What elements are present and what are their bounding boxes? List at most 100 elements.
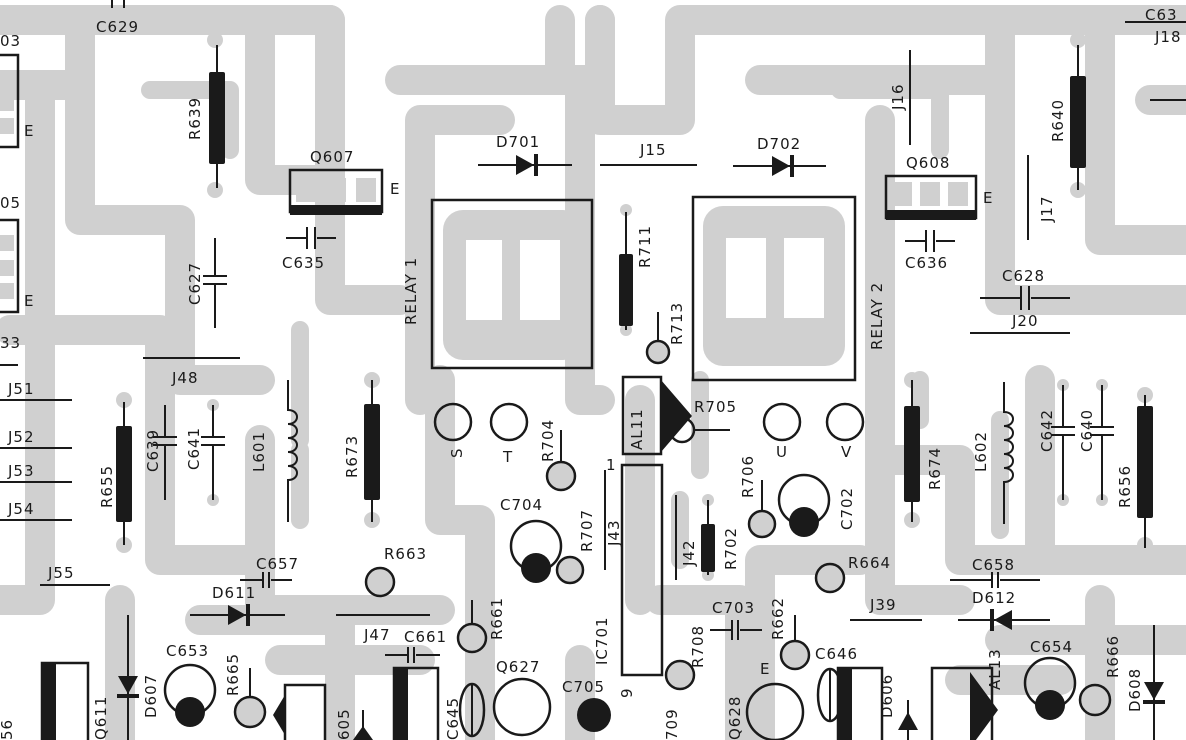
label-j52: J52 [7, 428, 35, 446]
label-j18: J18 [1154, 28, 1182, 46]
label-605: 605 [335, 708, 353, 740]
label-c636: C636 [905, 254, 948, 272]
label-q607: Q607 [310, 148, 354, 166]
resistor-r639 [209, 45, 225, 188]
label-relay2: RELAY 2 [868, 282, 886, 350]
resistor-r702 [701, 500, 715, 575]
jumper-wires [0, 21, 1186, 621]
label-c645: C645 [444, 697, 462, 740]
label-d607: D607 [142, 674, 160, 718]
solder-pads [116, 32, 1153, 727]
label-j16: J16 [889, 83, 907, 111]
label-r655: R655 [98, 465, 116, 508]
label-e-q607: E [390, 180, 400, 198]
label-d608: D608 [1126, 668, 1144, 712]
label-l602: L602 [972, 431, 990, 472]
label-c704: C704 [500, 496, 543, 514]
label-c657: C657 [256, 555, 299, 573]
label-e-q608: E [983, 189, 993, 207]
part-labels: C629 C63 J18 03 05 E E R639 Q607 E D701 … [0, 6, 1182, 740]
label-ic701: IC701 [593, 616, 611, 665]
label-s: S [448, 447, 466, 458]
label-c635: C635 [282, 254, 325, 272]
small-resistor-pads [233, 312, 1112, 729]
label-j47: J47 [363, 626, 391, 644]
label-pin9: 9 [618, 687, 636, 698]
label-j54: J54 [7, 500, 35, 518]
label-e-2: E [24, 292, 34, 310]
label-c646: C646 [815, 645, 858, 663]
label-al13: AL13 [986, 648, 1004, 690]
transistors [40, 168, 998, 740]
label-c628: C628 [1002, 267, 1045, 285]
ic-ic701 [620, 463, 664, 677]
label-j33: 33 [0, 334, 21, 352]
label-c653: C653 [166, 642, 209, 660]
label-q611: Q611 [92, 696, 110, 740]
relay-1 [430, 198, 594, 370]
label-j42: J42 [680, 539, 698, 567]
label-c705: C705 [562, 678, 605, 696]
label-q608: Q608 [906, 154, 950, 172]
label-ic-05: 05 [0, 194, 21, 212]
resistor-r711 [619, 212, 633, 330]
label-j39: J39 [869, 596, 897, 614]
label-c627: C627 [186, 262, 204, 305]
label-l601: L601 [250, 431, 268, 472]
ic-al11 [621, 375, 730, 456]
label-r674: R674 [926, 447, 944, 490]
resistor-r656 [1137, 395, 1153, 548]
label-r706: R706 [739, 455, 757, 498]
label-al11: AL11 [628, 408, 646, 450]
label-c702: C702 [838, 487, 856, 530]
label-d701: D701 [496, 133, 540, 151]
label-c661: C661 [404, 628, 447, 646]
label-r665: R665 [224, 653, 242, 696]
label-r663: R663 [384, 545, 427, 563]
label-r711: R711 [636, 225, 654, 268]
label-r704: R704 [539, 419, 557, 462]
resistor-r655 [116, 402, 132, 545]
label-d611: D611 [212, 584, 256, 602]
label-c641: C641 [185, 427, 203, 470]
label-r708: R708 [689, 625, 707, 668]
label-c629: C629 [96, 18, 139, 36]
label-d612: D612 [972, 589, 1016, 607]
label-q627: Q627 [496, 658, 540, 676]
label-d702: D702 [757, 135, 801, 153]
ic-partial-left [0, 53, 20, 314]
capacitors-electrolytic [163, 473, 1077, 738]
label-j48: J48 [171, 369, 199, 387]
label-pin1: 1 [606, 456, 617, 474]
label-r664: R664 [848, 554, 891, 572]
label-j53: J53 [7, 462, 35, 480]
label-relay1: RELAY 1 [402, 257, 420, 325]
label-r662: R662 [769, 597, 787, 640]
label-j55: J55 [47, 564, 75, 582]
label-r661: R661 [488, 597, 506, 640]
label-c63: C63 [1145, 6, 1178, 24]
label-r707: R707 [578, 509, 596, 552]
label-t: T [502, 448, 513, 466]
label-d606: D606 [878, 674, 896, 718]
capacitors-small [111, 0, 1114, 663]
label-r713: R713 [668, 302, 686, 345]
resistor-r673 [364, 380, 380, 522]
label-q628: Q628 [726, 696, 744, 740]
label-u: U [776, 443, 788, 461]
label-r640: R640 [1049, 99, 1067, 142]
label-e-q628: E [760, 660, 770, 678]
test-points [433, 402, 865, 442]
label-56: 56 [0, 719, 16, 740]
label-j20: J20 [1011, 312, 1039, 330]
resistor-r640 [1070, 45, 1086, 190]
diodes [117, 154, 1165, 740]
label-c703: C703 [712, 599, 755, 617]
label-709: 709 [663, 708, 681, 740]
label-r666: R666 [1104, 635, 1122, 678]
label-r639: R639 [186, 97, 204, 140]
label-c642: C642 [1038, 409, 1056, 452]
resistor-r674 [904, 380, 920, 522]
inductors [287, 380, 1014, 524]
